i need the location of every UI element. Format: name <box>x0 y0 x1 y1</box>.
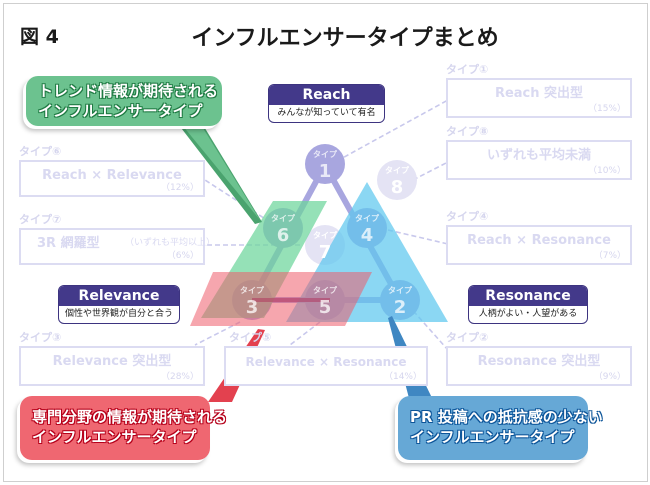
node-type1-tag: タイプ <box>313 149 338 159</box>
node-type2: タイプ 2 <box>388 285 413 318</box>
node-type7-number: 7 <box>319 242 332 263</box>
type6-box: Reach × Relevance （12%） <box>19 160 205 197</box>
node-labels: タイプ 1 タイプ 2 タイプ 3 タイプ 4 タイプ 5 タイプ 6 タイプ 7 タイプ 8 <box>240 149 413 318</box>
type5-tag: タイプ⑤ <box>229 331 272 344</box>
connector-type4 <box>387 229 449 245</box>
node-type1-number: 1 <box>319 161 332 182</box>
node-type3-tag: タイプ <box>240 285 265 295</box>
expert-callout-line1: 専門分野の情報が期待される <box>32 408 228 426</box>
axis-resonance-title: Resonance <box>469 286 587 306</box>
type7-tag: タイプ⑦ <box>19 213 62 226</box>
type7-share: （6%） <box>166 251 199 261</box>
type3-name: Relevance 突出型 <box>52 354 172 369</box>
type3-share: （28%） <box>160 372 199 382</box>
node-type2-tag: タイプ <box>388 285 413 295</box>
expert-callout: 専門分野の情報が期待される インフルエンサータイプ <box>20 396 228 460</box>
type6-share: （12%） <box>160 183 199 193</box>
expert-callout-line2: インフルエンサータイプ <box>32 428 197 446</box>
type2-share: （9%） <box>593 372 626 382</box>
node-type5: タイプ 5 <box>313 285 338 318</box>
node-type3-number: 3 <box>246 297 259 318</box>
pr-callout-line1: PR 投稿への抵抗感の少ない <box>410 408 603 426</box>
node-type6-number: 6 <box>277 225 290 246</box>
pr-callout-line2: インフルエンサータイプ <box>410 428 575 446</box>
axis-label-relevance: Relevance 個性や世界観が自分と合う <box>58 285 180 324</box>
type8-box: いずれも平均未満 （10%） <box>446 140 632 180</box>
type1-box: Reach 突出型 （15%） <box>446 78 632 118</box>
node-type8-tag: タイプ <box>385 165 410 175</box>
node-type4-tag: タイプ <box>355 213 380 223</box>
axis-relevance-description: 個性や世界観が自分と合う <box>64 309 173 319</box>
trend-callout: トレンド情報が期待される インフルエンサータイプ <box>26 76 222 126</box>
node-type8: タイプ 8 <box>385 165 410 198</box>
type6-tag: タイプ⑥ <box>19 145 62 158</box>
type4-share: （7%） <box>593 251 626 261</box>
node-type6-tag: タイプ <box>271 213 296 223</box>
axis-resonance-description: 人柄がよい・人望がある <box>478 309 578 319</box>
node-type1-circle <box>305 144 345 184</box>
type8-share: （10%） <box>587 166 626 176</box>
type1-tag: タイプ① <box>446 63 489 76</box>
type2-box: Resonance 突出型 （9%） <box>446 346 632 386</box>
type5-share: （14%） <box>383 372 422 382</box>
node-type4: タイプ 4 <box>355 213 380 246</box>
type4-name: Reach × Resonance <box>467 233 611 248</box>
type6-name: Reach × Relevance <box>42 168 182 183</box>
node-type1: タイプ 1 <box>313 149 338 182</box>
type5-name: Relevance × Resonance <box>245 355 407 369</box>
node-type4-number: 4 <box>361 225 374 246</box>
type7-box: 3R 網羅型 （いずれも平均以上） （6%） <box>19 228 215 265</box>
node-type5-tag: タイプ <box>313 285 338 295</box>
type7-note: （いずれも平均以上） <box>125 238 216 248</box>
node-type2-number: 2 <box>394 297 407 318</box>
page-title: インフルエンサータイプまとめ <box>191 26 499 51</box>
axis-reach-description: みんなが知っていて有名 <box>277 108 376 118</box>
type1-share: （15%） <box>587 104 626 114</box>
type3-box: Relevance 突出型 （28%） <box>19 346 205 386</box>
axis-reach-title: Reach <box>269 85 384 105</box>
connector-type5 <box>289 321 321 346</box>
axis-label-reach: Reach みんなが知っていて有名 <box>268 84 385 123</box>
node-type7-tag: タイプ <box>313 230 338 240</box>
axis-relevance-title: Relevance <box>59 286 179 306</box>
type8-name: いずれも平均未満 <box>486 148 591 163</box>
type5-box: Relevance × Resonance （14%） <box>224 346 428 386</box>
trend-callout-pointer-fill <box>178 120 260 220</box>
node-type7: タイプ 7 <box>313 230 338 263</box>
type3-tag: タイプ③ <box>19 331 62 344</box>
node-type5-number: 5 <box>319 297 332 318</box>
type4-box: Reach × Resonance （7%） <box>446 225 632 265</box>
node-type3: タイプ 3 <box>240 285 265 318</box>
pr-callout: PR 投稿への抵抗感の少ない インフルエンサータイプ <box>398 396 603 460</box>
connector-type6 <box>204 179 271 223</box>
type7-name: 3R 網羅型 <box>37 236 100 251</box>
connector-type1 <box>336 99 449 162</box>
node-type8-number: 8 <box>391 177 404 198</box>
figure-label: 図 4 <box>20 26 59 48</box>
type8-tag: タイプ⑧ <box>446 125 489 138</box>
trend-callout-pointer <box>175 120 262 224</box>
type2-name: Resonance 突出型 <box>477 354 601 369</box>
type1-name: Reach 突出型 <box>494 86 584 101</box>
type2-tag: タイプ② <box>446 331 489 344</box>
type4-tag: タイプ④ <box>446 210 489 223</box>
node-type6: タイプ 6 <box>271 213 296 246</box>
trend-callout-line1: トレンド情報が期待される <box>38 82 219 100</box>
trend-callout-line2: インフルエンサータイプ <box>38 102 203 120</box>
node-type8-circle <box>377 160 417 200</box>
dashed-connectors <box>194 99 449 351</box>
axis-label-resonance: Resonance 人柄がよい・人望がある <box>468 285 588 324</box>
connector-type8 <box>412 161 449 181</box>
